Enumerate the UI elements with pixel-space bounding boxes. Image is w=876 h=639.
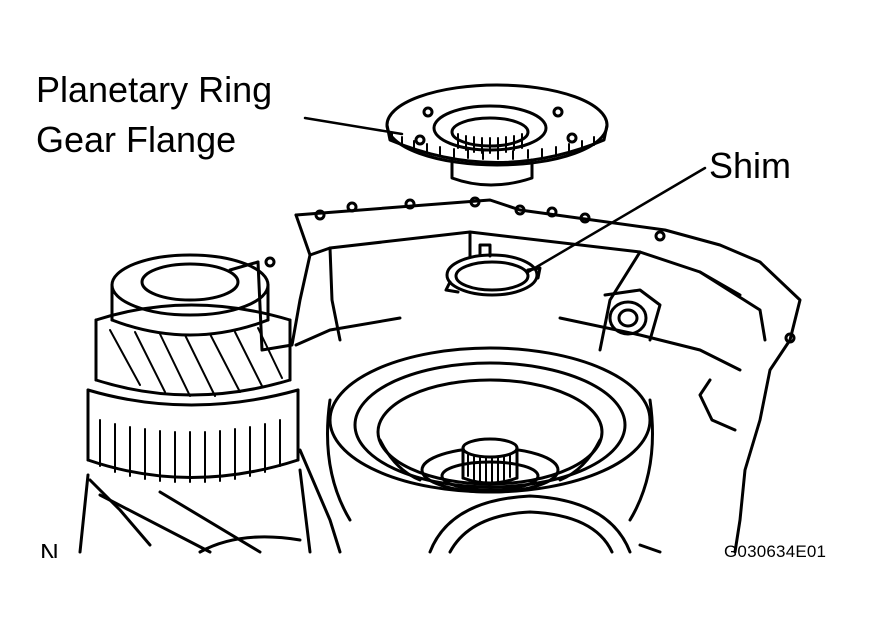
figure-code: G030634E01 [724,542,827,561]
callout-shim: Shim [709,145,792,186]
planetary-ring-gear-flange [385,83,609,187]
transaxle-case [88,196,802,554]
shim [444,243,542,297]
center-shaft [461,437,519,485]
differential-bore [326,346,654,522]
cropped-letter: N [40,540,59,558]
callout-line-2: Gear Flange [36,119,237,160]
lower-gear-ring [198,494,632,554]
countershaft-gear-assembly [78,253,312,554]
leader-line-shim [526,166,707,274]
leader-line-flange [303,116,404,136]
callout-planetary-ring-gear-flange: Planetary Ring Gear Flange [36,72,272,172]
callout-line-1: Planetary Ring [36,69,273,110]
